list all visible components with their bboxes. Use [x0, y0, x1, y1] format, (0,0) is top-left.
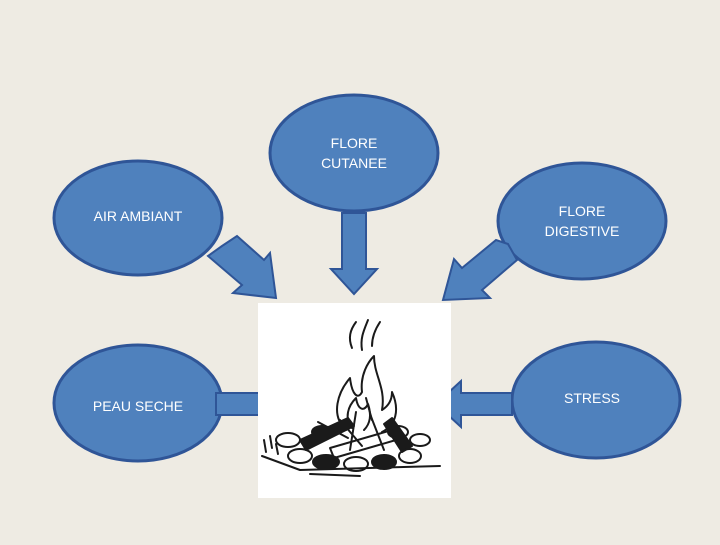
label-stress: STRESS: [546, 388, 638, 408]
node-flore-cutanee: [268, 93, 440, 213]
label-flore-digestive-line1: FLORE: [558, 203, 606, 219]
campfire-icon: [261, 319, 441, 477]
label-flore-cutanee-line2: CUTANEE: [321, 155, 387, 171]
label-air-ambiant: AIR AMBIANT: [78, 206, 198, 226]
arrow-flore-digestive: [441, 238, 519, 302]
label-peau-seche-text: PEAU SECHE: [92, 398, 184, 414]
label-flore-digestive-line2: DIGESTIVE: [544, 223, 620, 239]
label-flore-cutanee: FLORE CUTANEE: [304, 133, 404, 173]
arrow-flore-cutanee: [328, 212, 380, 296]
label-flore-digestive: FLORE DIGESTIVE: [532, 201, 632, 241]
node-flore-digestive: [496, 161, 668, 281]
node-air-ambiant: [52, 159, 224, 277]
arrow-air-ambiant: [206, 234, 278, 300]
label-air-ambiant-text: AIR AMBIANT: [93, 208, 183, 224]
label-peau-seche: PEAU SECHE: [78, 396, 198, 416]
label-flore-cutanee-line1: FLORE: [330, 135, 378, 151]
label-stress-text: STRESS: [563, 390, 620, 406]
